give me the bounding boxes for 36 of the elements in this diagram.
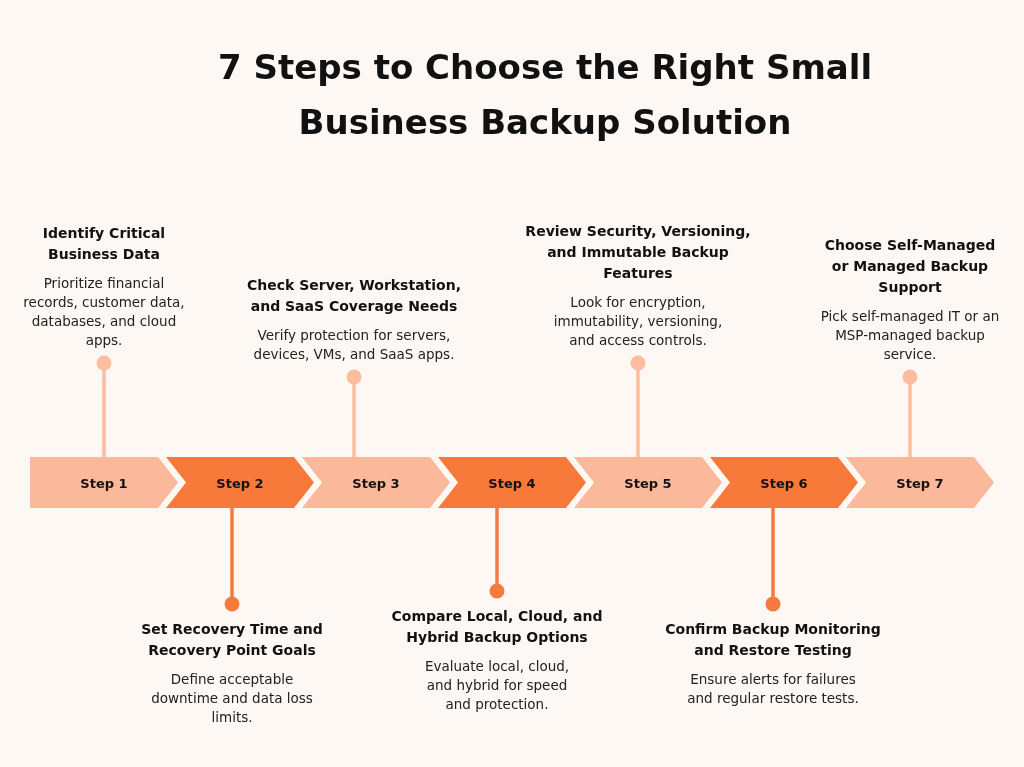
leader-line (765, 508, 781, 612)
step-heading: Confirm Backup Monitoring and Restore Testing (664, 620, 882, 660)
leader-line (224, 508, 240, 612)
step-label: Step 4 (488, 475, 536, 490)
step-label: Step 1 (80, 475, 128, 490)
step-banner (166, 457, 314, 508)
step-label: Step 6 (760, 475, 808, 490)
step-heading: Compare Local, Cloud, and Hybrid Backup Options (391, 607, 603, 647)
step-description: Verify protection for servers, devices, VMs, and SaaS apps. (253, 326, 455, 364)
step-heading: Identify Critical Business Data (42, 224, 166, 264)
page-title: 7 Steps to Choose the Right Small Business Backup Solution (216, 46, 874, 144)
step-description: Define acceptable downtime and data loss limits. (150, 670, 314, 727)
step-heading: Set Recovery Time and Recovery Point Goals (140, 620, 324, 660)
step-label: Step 2 (216, 475, 264, 490)
step-banner (302, 457, 450, 508)
step-heading: Review Security, Versioning, and Immutable Backup Features (524, 222, 752, 283)
step-description: Ensure alerts for failures and regular restore tests. (686, 670, 860, 708)
step-description: Prioritize financial records, customer data, databases, and cloud apps. (22, 274, 186, 350)
step-label: Step 5 (624, 475, 672, 490)
step-heading: Check Server, Workstation, and SaaS Coverage Needs (246, 276, 462, 316)
step-banner (574, 457, 722, 508)
step-label: Step 7 (896, 475, 944, 490)
step-description: Evaluate local, cloud, and hybrid for speed and protection. (424, 657, 570, 714)
step-heading: Choose Self-Managed or Managed Backup Support (824, 236, 996, 297)
leader-line (96, 355, 112, 457)
step-banner (846, 457, 994, 508)
step-label: Step 3 (352, 475, 400, 490)
step-description: Pick self-managed IT or an MSP-managed backup service. (820, 307, 1000, 364)
leader-line (489, 508, 505, 599)
step-description: Look for encryption, immutability, versioning, and access controls. (553, 293, 723, 350)
leader-line (902, 369, 918, 457)
step-banner (438, 457, 586, 508)
step-banner (30, 457, 178, 508)
leader-line (630, 355, 646, 457)
leader-line (346, 369, 362, 457)
step-banner (710, 457, 858, 508)
